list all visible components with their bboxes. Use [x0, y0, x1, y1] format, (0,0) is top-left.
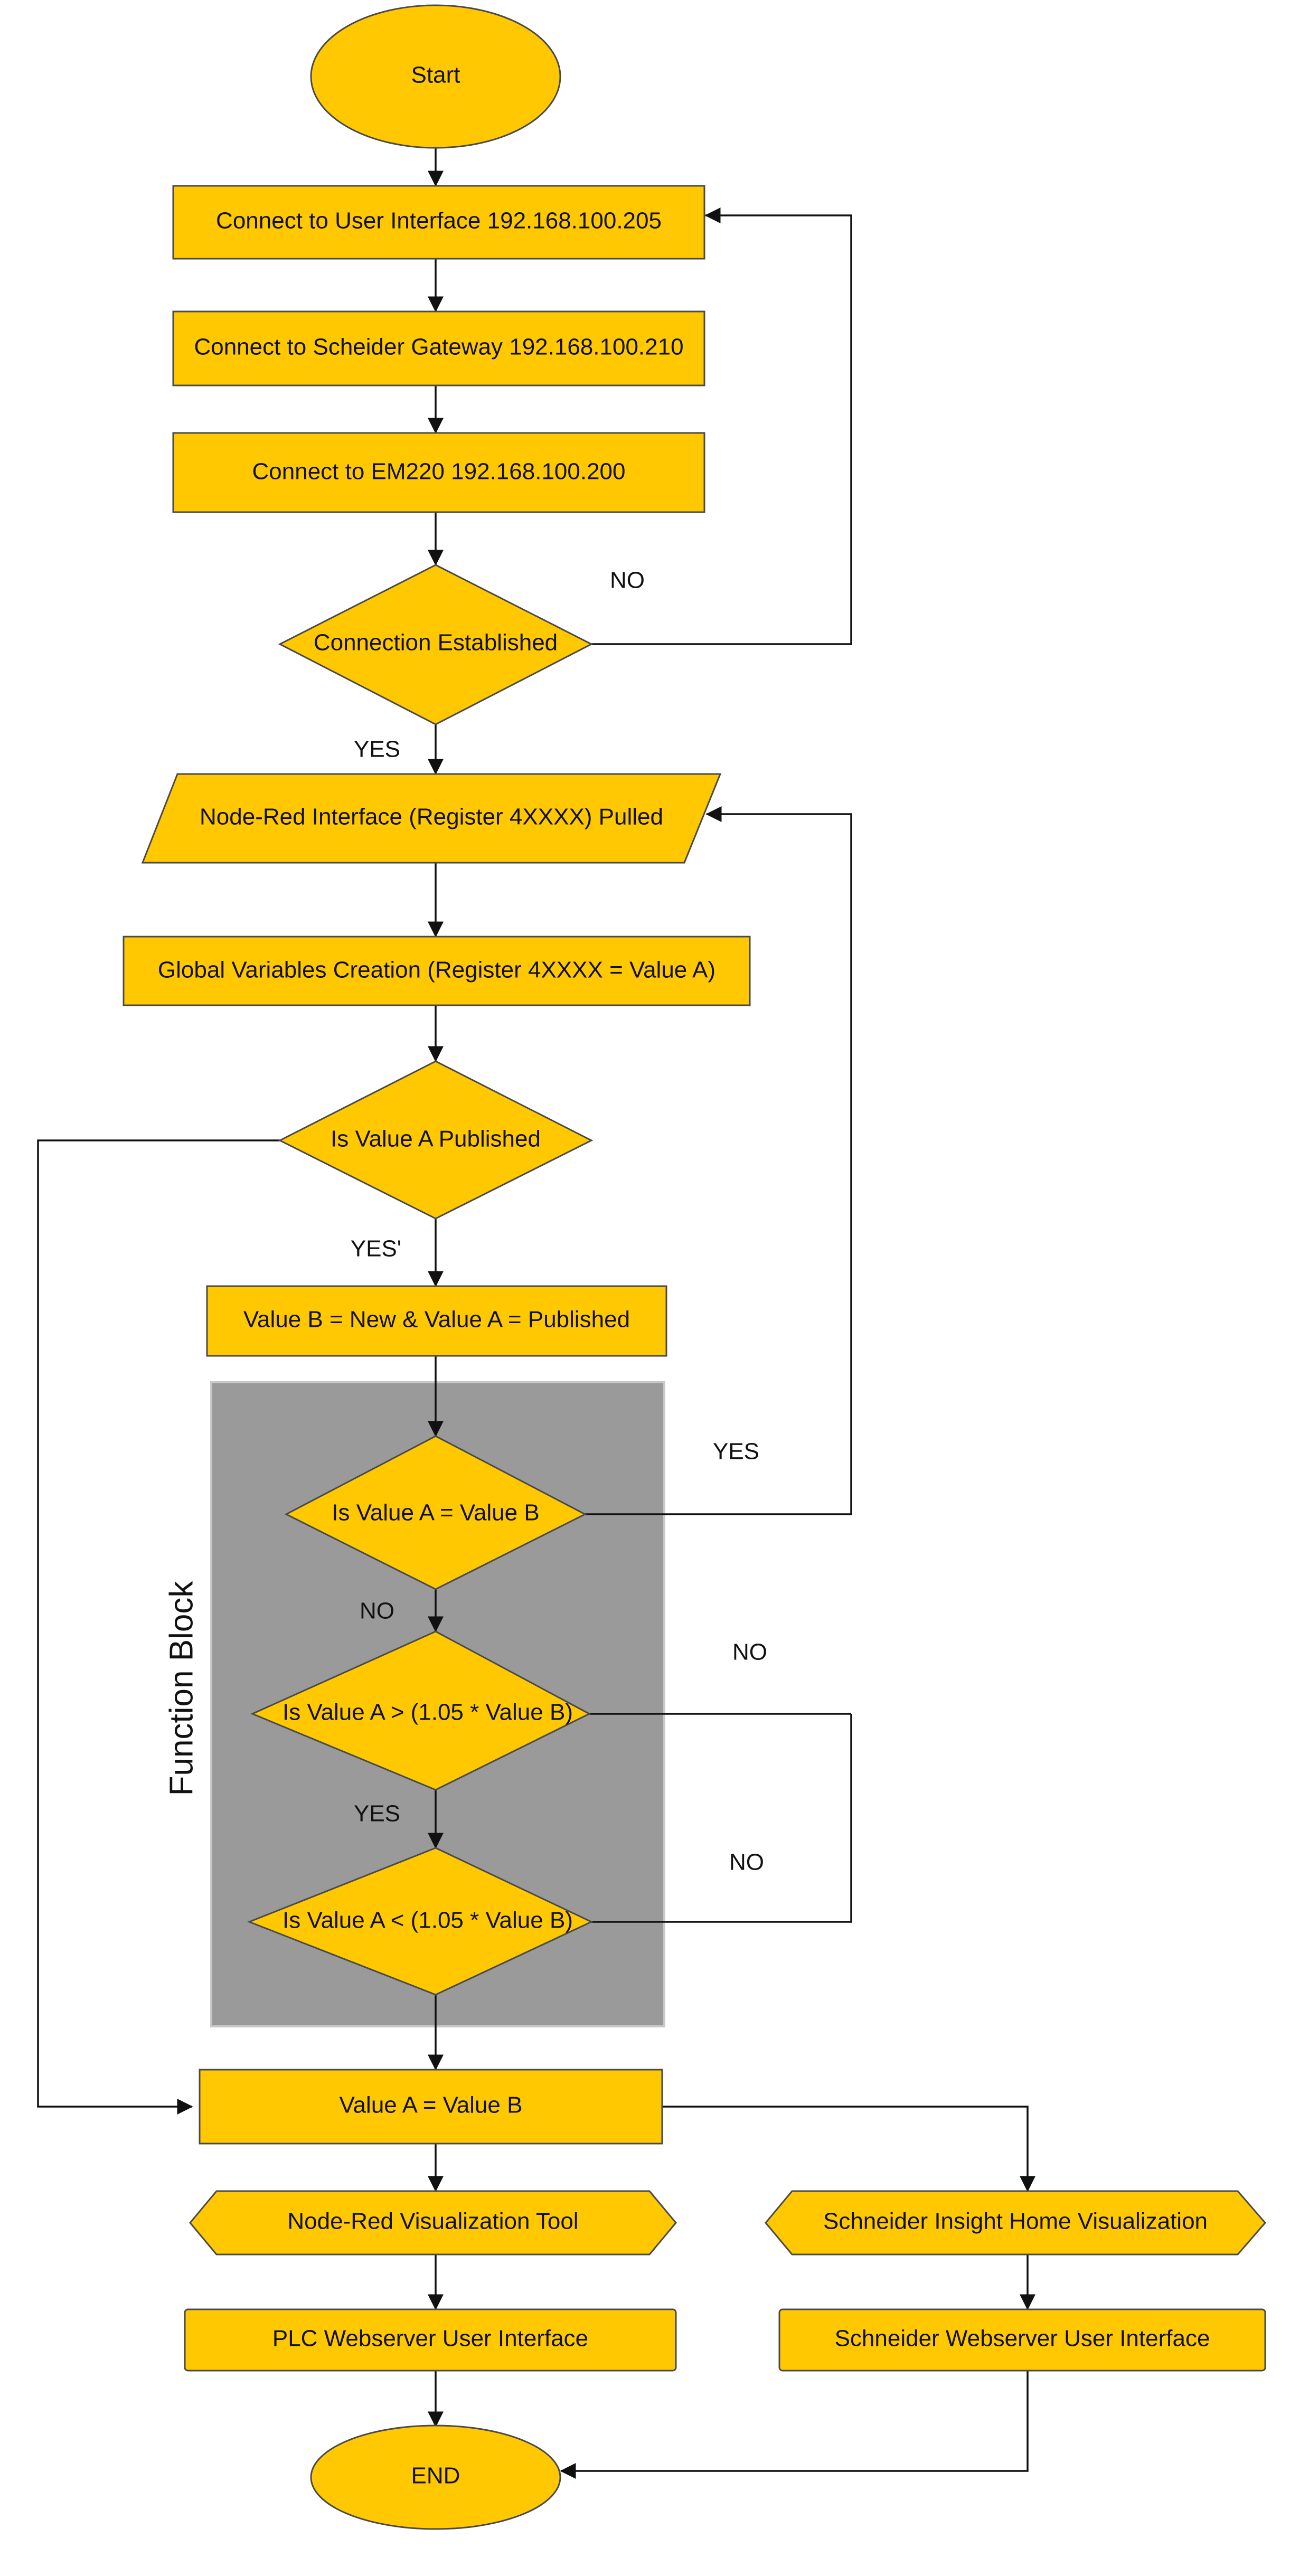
- process-connect-ui: Connect to User Interface 192.168.100.20…: [172, 185, 705, 260]
- io-node-red-interface-label: Node-Red Interface (Register 4XXXX) Pull…: [200, 804, 663, 830]
- process-connect-ui-label: Connect to User Interface 192.168.100.20…: [216, 208, 662, 234]
- edge-equal-yes-loop: [585, 806, 852, 1515]
- edge-label-equal-yes: YES: [713, 1439, 759, 1465]
- decision-is-a-less: Is Value A < (1.05 * Value B): [247, 1847, 594, 1996]
- flow-start-label: Start: [411, 62, 460, 88]
- edge-label-connection-no: NO: [610, 568, 645, 593]
- edge-connection-no-loop: [591, 207, 852, 645]
- edge-label-equal-no: NO: [360, 1598, 394, 1624]
- edges: [37, 148, 1035, 2479]
- process-connect-gateway: Connect to Scheider Gateway 192.168.100.…: [172, 310, 705, 386]
- decision-connection-established: Connection Established: [278, 564, 594, 725]
- process-schneider-webserver: Schneider Webserver User Interface: [778, 2308, 1266, 2372]
- flow-end-label: END: [411, 2463, 460, 2489]
- process-plc-webserver: PLC Webserver User Interface: [184, 2308, 677, 2372]
- process-global-variables: Global Variables Creation (Register 4XXX…: [123, 936, 751, 1006]
- decision-is-a-greater: Is Value A > (1.05 * Value B): [250, 1630, 591, 1791]
- function-block-label: Function Block: [163, 1581, 200, 1796]
- decision-is-a-less-label: Is Value A < (1.05 * Value B): [282, 1908, 573, 1933]
- display-schneider-insight: Schneider Insight Home Visualization: [765, 2190, 1266, 2256]
- io-node-red-interface: Node-Red Interface (Register 4XXXX) Pull…: [141, 773, 722, 864]
- flow-end: END: [310, 2424, 561, 2530]
- process-value-a-equals-b: Value A = Value B: [199, 2069, 663, 2145]
- decision-is-value-a-published: Is Value A Published: [278, 1060, 594, 1220]
- decision-is-a-greater-label: Is Value A > (1.05 * Value B): [282, 1700, 573, 1725]
- process-value-b-new: Value B = New & Value A = Published: [206, 1285, 667, 1357]
- process-schneider-webserver-label: Schneider Webserver User Interface: [835, 2326, 1210, 2352]
- decision-is-a-equal-b: Is Value A = Value B: [284, 1435, 587, 1590]
- edge-label-connection-yes: YES: [354, 737, 400, 762]
- edge-published-no-path: [37, 1139, 280, 2115]
- edge-schneider-web-to-end: [560, 2371, 1029, 2479]
- decision-connection-established-label: Connection Established: [314, 630, 558, 656]
- process-connect-gateway-label: Connect to Scheider Gateway 192.168.100.…: [194, 334, 683, 360]
- edge-less-no: [591, 1714, 852, 1923]
- process-global-variables-label: Global Variables Creation (Register 4XXX…: [158, 957, 715, 983]
- process-value-b-new-label: Value B = New & Value A = Published: [243, 1307, 630, 1333]
- edge-label-greater-no: NO: [732, 1639, 767, 1665]
- flow-start: Start: [310, 4, 561, 149]
- display-node-red-visualization: Node-Red Visualization Tool: [189, 2190, 677, 2256]
- process-value-a-equals-b-label: Value A = Value B: [340, 2092, 523, 2118]
- edge-equals-to-insight: [662, 2106, 1035, 2192]
- edge-label-greater-yes: YES: [354, 1801, 400, 1827]
- edge-label-less-no: NO: [729, 1850, 764, 1875]
- process-connect-em220: Connect to EM220 192.168.100.200: [172, 432, 705, 513]
- process-connect-em220-label: Connect to EM220 192.168.100.200: [252, 459, 626, 485]
- decision-is-a-equal-b-label: Is Value A = Value B: [332, 1500, 539, 1526]
- edge-label-published-yes: YES': [351, 1236, 401, 1262]
- process-plc-webserver-label: PLC Webserver User Interface: [272, 2326, 588, 2352]
- display-schneider-insight-label: Schneider Insight Home Visualization: [823, 2209, 1208, 2234]
- display-node-red-visualization-label: Node-Red Visualization Tool: [287, 2209, 578, 2234]
- decision-is-value-a-published-label: Is Value A Published: [331, 1126, 541, 1152]
